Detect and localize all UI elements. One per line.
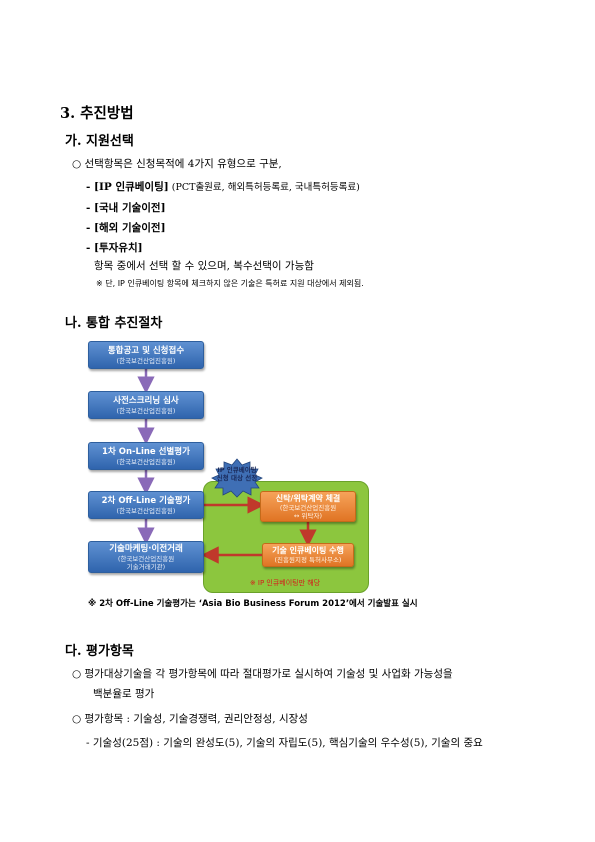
- step-agency: ↔ 위탁자): [294, 511, 322, 520]
- step-agency: (한국보건산업진흥원): [116, 406, 176, 415]
- step-agency: (한국보건산업진흥원): [116, 356, 176, 365]
- step-offline-evaluation: 2차 Off-Line 기술평가 (한국보건산업진흥원): [88, 491, 204, 519]
- selection-starburst-label: IP 인큐베이팅 신청 대상 선정: [205, 466, 269, 482]
- select-note: ※ 단, IP 인큐베이팅 항목에 체크하지 않은 기술은 특허료 지원 대상에…: [96, 279, 364, 288]
- step-prescreening: 사전스크리닝 심사 (한국보건산업진흥원): [88, 391, 204, 419]
- criteria-items-bullet: ○ 평가항목 : 기술성, 기술경쟁력, 권리안정성, 시장성: [72, 713, 308, 725]
- option-overseas-transfer: - [해외 기술이전]: [86, 220, 166, 235]
- criteria-bullet-line2: 백분율로 평가: [93, 688, 155, 700]
- step-agency: (한국보건산업진흥원): [116, 506, 176, 515]
- ip-incubating-note: ※ IP 인큐베이팅만 해당: [249, 579, 321, 587]
- step-title: 사전스크리닝 심사: [113, 395, 179, 406]
- step-agency: (한국보건산업진흥원: [279, 503, 337, 512]
- step-title: 2차 Off-Line 기술평가: [101, 495, 191, 506]
- subsection-title-procedure: 나. 통합 추진절차: [65, 316, 163, 331]
- criteria-bullet-line1: ○ 평가대상기술을 각 평가항목에 따라 절대평가로 실시하여 기술성 및 사업…: [72, 668, 453, 680]
- option-label: - [투자유치]: [86, 242, 143, 254]
- criteria-technology-score: - 기술성(25점) : 기술의 완성도(5), 기술의 자립도(5), 핵심기…: [86, 737, 483, 749]
- option-domestic-transfer: - [국내 기술이전]: [86, 200, 166, 215]
- starburst-line: IP 인큐베이팅: [217, 466, 257, 474]
- option-label: - [IP 인큐베이팅]: [86, 181, 169, 193]
- footnote-suffix: 에서 기술발표 실시: [349, 599, 418, 609]
- select-bullet: ○ 선택항목은 신청목적에 4가지 유형으로 구분,: [72, 158, 282, 170]
- footnote-prefix: ※ 2차 Off-Line 기술평가는: [88, 599, 199, 609]
- option-detail: (PCT출원료, 해외특허등록료, 국내특허등록료): [168, 182, 360, 193]
- step-notice-application: 통합공고 및 신청접수 (한국보건산업진흥원): [88, 341, 204, 369]
- option-investment: - [투자유치]: [86, 240, 143, 255]
- footnote-forum-name: ‘Asia Bio Business Forum 2012’: [198, 599, 350, 609]
- select-description: 항목 중에서 선택 할 수 있으며, 복수선택이 가능함: [94, 260, 314, 272]
- option-label: - [해외 기술이전]: [86, 222, 166, 234]
- step-title: 기술 인큐베이팅 수행: [272, 546, 344, 555]
- step-agency: (한국보건산업진흥원): [116, 457, 176, 466]
- step-agency: 기술거래기관): [126, 562, 166, 571]
- step-tech-incubating: 기술 인큐베이팅 수행 (진흥원지정 특허사무소): [262, 543, 354, 567]
- option-ip-incubating: - [IP 인큐베이팅] (PCT출원료, 해외특허등록료, 국내특허등록료): [86, 179, 360, 194]
- step-title: 기술마케팅·이전거래: [109, 543, 183, 554]
- step-agency: (진흥원지정 특허사무소): [274, 556, 342, 564]
- section-title: 3. 추진방법: [60, 105, 134, 122]
- step-title: 1차 On-Line 선별평가: [102, 446, 190, 457]
- step-trust-contract: 신탁/위탁계약 체결 (한국보건산업진흥원 ↔ 위탁자): [260, 491, 356, 522]
- selection-starburst: [211, 458, 263, 498]
- step-agency: (한국보건산업진흥원: [117, 554, 175, 563]
- step-tech-marketing: 기술마케팅·이전거래 (한국보건산업진흥원 기술거래기관): [88, 541, 204, 573]
- option-label: - [국내 기술이전]: [86, 202, 166, 214]
- step-online-evaluation: 1차 On-Line 선별평가 (한국보건산업진흥원): [88, 442, 204, 470]
- subsection-title-criteria: 다. 평가항목: [65, 644, 134, 659]
- step-title: 신탁/위탁계약 체결: [275, 493, 341, 503]
- starburst-line: 신청 대상 선정: [216, 474, 258, 482]
- subsection-title-select: 가. 지원선택: [65, 134, 134, 149]
- step-title: 통합공고 및 신청접수: [107, 345, 185, 356]
- flowchart-footnote: ※ 2차 Off-Line 기술평가는 ‘Asia Bio Business F…: [88, 597, 418, 609]
